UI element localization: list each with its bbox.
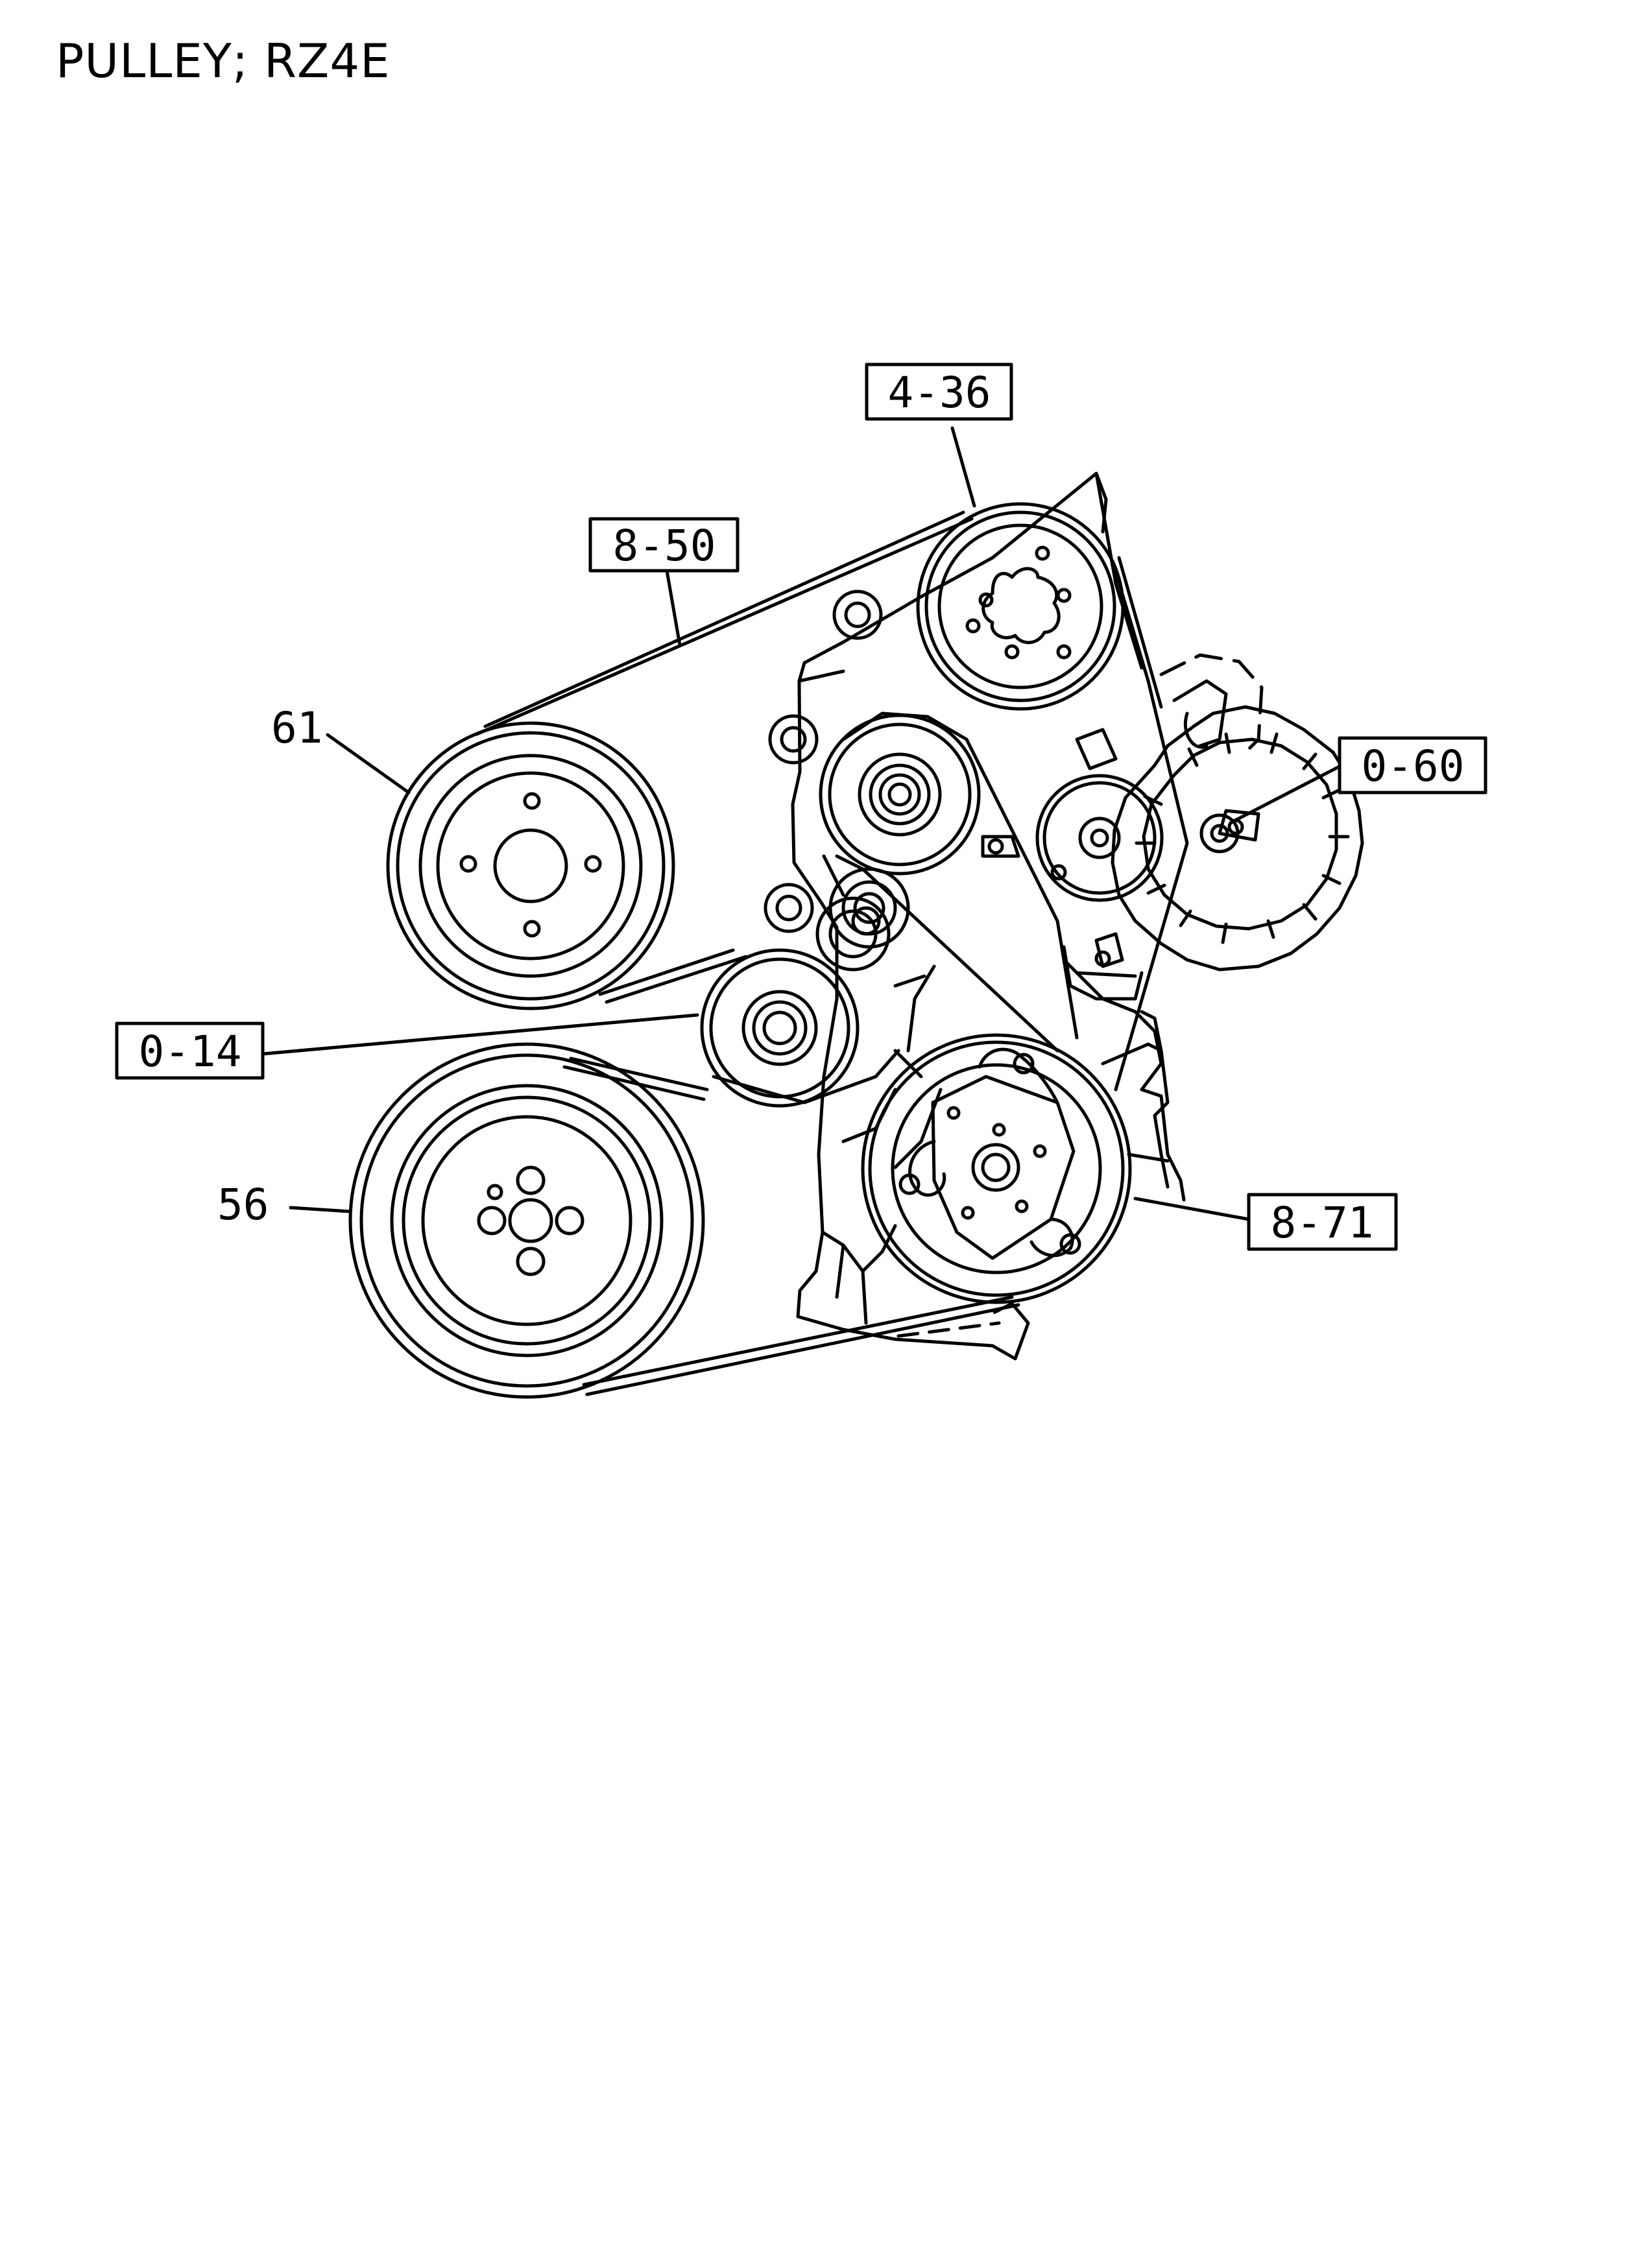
idler-pulley-middle <box>828 867 910 949</box>
page-title: PULLEY; RZ4E <box>56 34 391 88</box>
callout-0-14: 0-14 <box>115 1021 265 1080</box>
drive-belts <box>475 510 1189 1396</box>
callout-0-60: 0-60 <box>1338 736 1487 794</box>
item-number-56: 56 <box>217 1180 269 1230</box>
ac-compressor <box>861 1033 1170 1304</box>
leader-lines <box>261 426 1350 1221</box>
callout-8-71: 8-71 <box>1247 1193 1398 1251</box>
callout-label-0-14: 0-14 <box>139 1027 242 1077</box>
callout-label-8-50: 8-50 <box>613 521 716 571</box>
tensioner-pulley <box>700 948 860 1108</box>
callout-label-8-71: 8-71 <box>1271 1198 1374 1248</box>
crankshaft-pulley <box>348 1042 705 1399</box>
callout-8-50: 8-50 <box>588 517 740 573</box>
callout-label-4-36: 4-36 <box>888 368 991 418</box>
alternator <box>981 653 1364 1001</box>
callout-label-0-60: 0-60 <box>1362 741 1465 791</box>
fan-pulley <box>386 721 675 1010</box>
water-pump-pulley <box>916 502 1125 711</box>
item-number-61: 61 <box>271 703 322 753</box>
callout-4-36: 4-36 <box>865 363 1013 421</box>
